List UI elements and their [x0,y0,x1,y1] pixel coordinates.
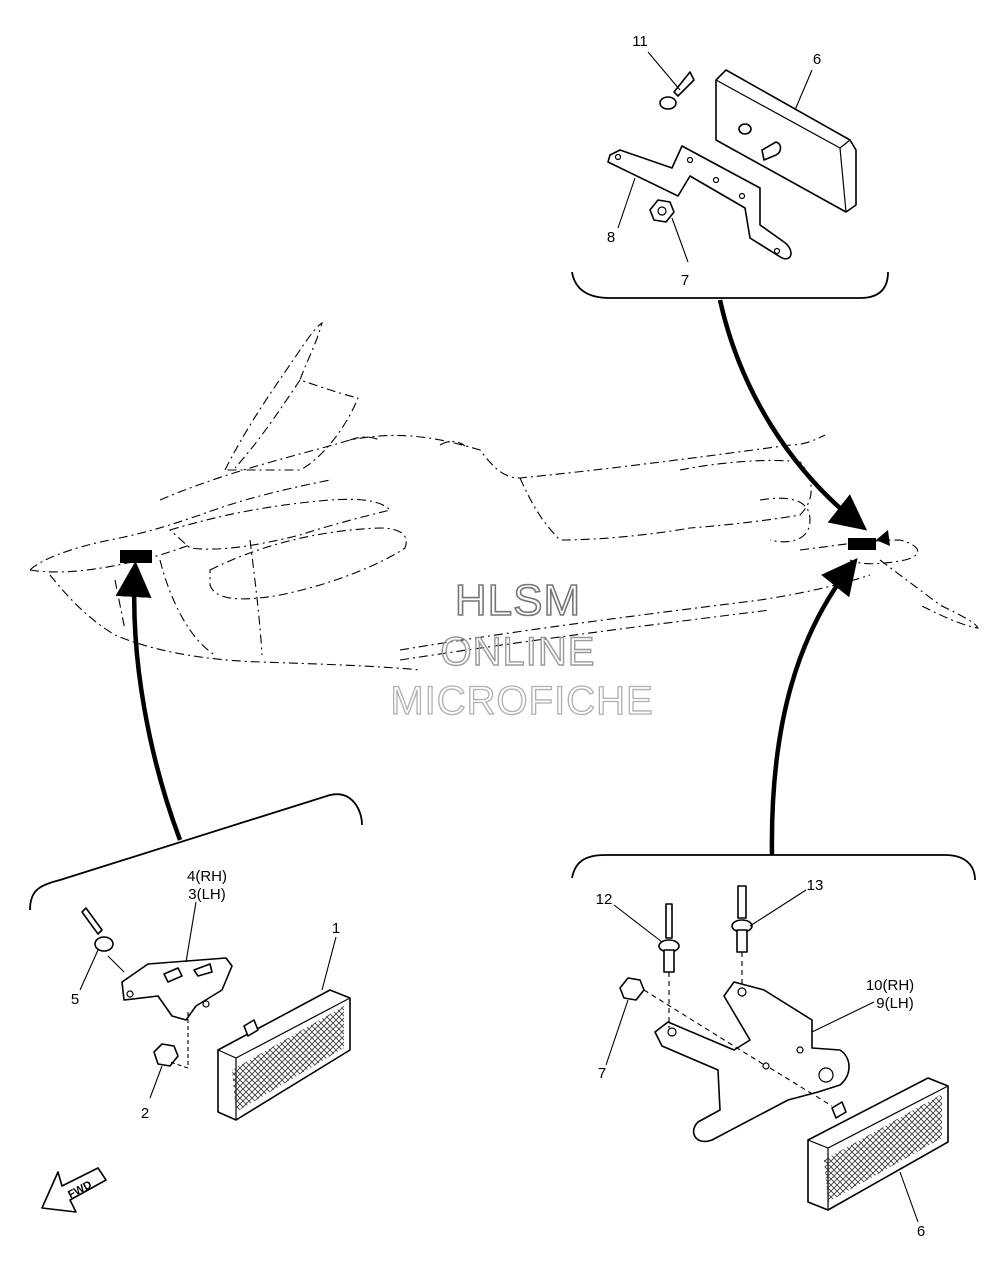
watermark: HLSM ONLINE MICROFICHE [390,575,654,723]
callout-4-rh: 4(RH) [187,868,227,885]
callout-11-top: 11 [632,33,648,50]
inset-right: 12 13 10(RH) 9(LH) 7 6 [571,854,976,1240]
fwd-arrow-icon: FWD [41,1167,107,1213]
rivet-part-12 [665,903,673,939]
bracket-part-8-top [607,145,792,260]
callout-7-top: 7 [681,272,689,289]
callout-5: 5 [71,991,79,1008]
nut-part-2 [153,1043,179,1067]
pointer-arrow-right-inset [769,557,858,856]
callout-7-right: 7 [598,1065,606,1082]
watermark-line-2: ONLINE [441,630,596,674]
callout-12: 12 [596,891,613,908]
reflector-part-6-top [715,69,857,213]
watermark-line-1: HLSM [455,576,581,625]
nut-part-7-right [619,977,645,1001]
rivet-part-5 [81,907,103,935]
pointer-arrow-left-inset [115,561,183,841]
callout-2: 2 [141,1105,149,1122]
callout-1: 1 [332,920,340,937]
callout-6-right: 6 [917,1223,925,1240]
callout-8-top: 8 [607,229,615,246]
inset-left: 4(RH) 3(LH) 1 5 2 [29,793,363,1122]
callout-9-lh: 9(LH) [876,995,914,1012]
rivet-part-13 [737,885,747,919]
bracket-part-3-4 [121,957,233,1021]
rivet-part-11 [673,71,695,97]
callout-10-rh: 10(RH) [866,977,914,994]
bracket-part-9-10 [654,981,850,1143]
callout-6-top: 6 [813,51,821,68]
callout-13: 13 [807,877,824,894]
pointer-arrow-top-inset [717,299,868,531]
callout-3-lh: 3(LH) [188,886,226,903]
snowmobile-outline [29,321,979,671]
watermark-line-3: MICROFICHE [390,679,653,723]
inset-top: 11 6 8 7 [571,33,889,299]
nut-part-7-top [649,199,675,223]
